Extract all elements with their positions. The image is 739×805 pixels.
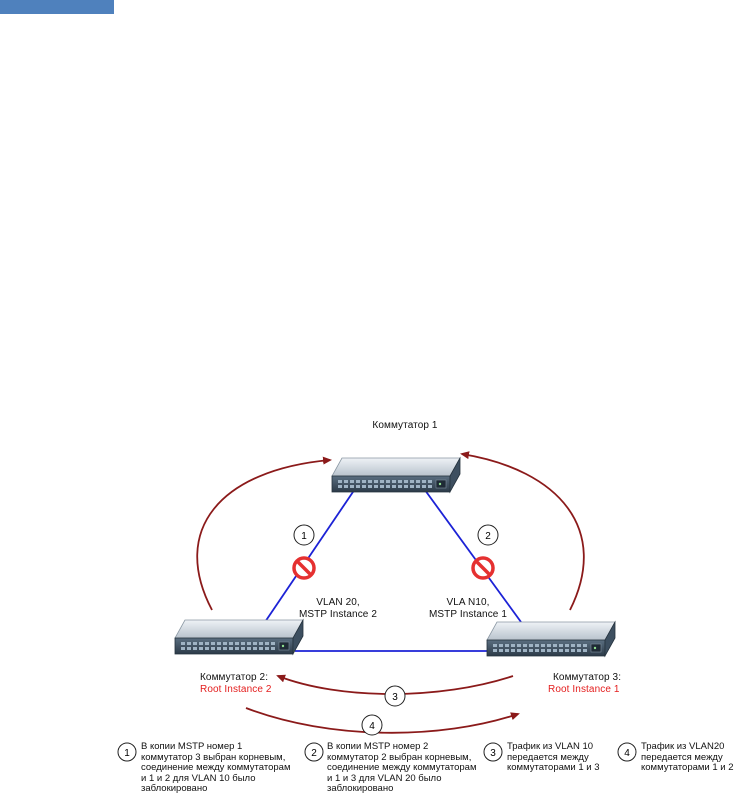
callout-2-line-5: заблокировано <box>327 783 394 794</box>
switch-3 <box>486 621 616 657</box>
callout-2-line-3: соединение между коммутаторам <box>327 762 477 773</box>
corner-tab <box>0 0 114 14</box>
switch-1-label: Коммутатор 1 <box>372 420 438 431</box>
callout-num-3: 3 <box>490 748 496 759</box>
switch-2 <box>174 619 304 655</box>
link-left-label-1: VLAN 20, <box>316 597 360 608</box>
callout-text-2: В копии MSTP номер 2 коммутатор 2 выбран… <box>327 741 477 795</box>
callout-4-line-1: Трафик из VLAN20 <box>641 741 725 752</box>
callout-3-line-3: коммутаторами 1 и 3 <box>507 762 600 773</box>
link-right-label-2: MSTP Instance 1 <box>428 609 508 620</box>
marker-circle-1 <box>293 524 315 546</box>
blocked-icon-right <box>471 556 495 580</box>
callout-circle-1 <box>117 742 137 762</box>
callout-1-line-4: и 1 и 2 для VLAN 10 было <box>141 772 256 784</box>
arc-sw2-sw1 <box>196 456 332 611</box>
callout-num-2: 2 <box>311 748 317 759</box>
switch-3-role: Root Instance 1 <box>548 684 620 695</box>
link-right-label-1: VLA N10, <box>446 597 490 608</box>
callout-1-line-3: соединение между коммутаторам <box>141 762 291 773</box>
callout-4-line-3: коммутаторами 1 и 2 <box>641 762 734 773</box>
switch-2-label: Коммутатор 2: <box>200 672 269 683</box>
callout-4-line-2: передается между <box>641 751 723 763</box>
callout-circle-4 <box>617 742 637 762</box>
switch-2-role: Root Instance 2 <box>200 684 272 695</box>
callout-circle-2 <box>304 742 324 762</box>
callout-1-line-2: коммутатор 3 выбран корневым, <box>141 751 286 763</box>
callout-text-3: Трафик из VLAN 10 передается между комму… <box>507 741 600 774</box>
blocked-icon-left <box>292 556 316 580</box>
callout-3-line-1: Трафик из VLAN 10 <box>507 741 594 752</box>
marker-num-3: 3 <box>392 692 398 703</box>
arc-sw3-sw1 <box>460 451 585 611</box>
link-left-label-2: MSTP Instance 2 <box>298 609 378 620</box>
callout-2-line-4: и 1 и 3 для VLAN 20 было <box>327 772 442 784</box>
callout-text-1: В копии MSTP номер 1 коммутатор 3 выбран… <box>141 741 291 795</box>
marker-circle-4 <box>361 714 383 736</box>
switch-3-label: Коммутатор 3: <box>553 672 622 683</box>
callout-num-1: 1 <box>124 748 130 759</box>
callout-2-line-1: В копии MSTP номер 2 <box>327 741 429 752</box>
switch-1 <box>331 457 461 493</box>
marker-circle-2 <box>477 524 499 546</box>
callout-circle-3 <box>483 742 503 762</box>
callout-1-line-5: заблокировано <box>141 783 208 794</box>
callout-3-line-2: передается между <box>507 751 589 763</box>
link-sw1-sw2 <box>264 485 358 623</box>
marker-num-1: 1 <box>301 531 307 542</box>
marker-num-4: 4 <box>369 721 375 732</box>
marker-num-2: 2 <box>485 531 491 542</box>
marker-circle-3 <box>384 685 406 707</box>
callout-2-line-2: коммутатор 2 выбран корневым, <box>327 751 472 763</box>
callout-text-4: Трафик из VLAN20 передается между коммут… <box>641 741 734 774</box>
arc-sw2-sw3 <box>245 707 520 734</box>
link-sw1-sw3 <box>421 485 522 623</box>
callout-1-line-1: В копии MSTP номер 1 <box>141 741 243 752</box>
callout-num-4: 4 <box>624 748 630 759</box>
